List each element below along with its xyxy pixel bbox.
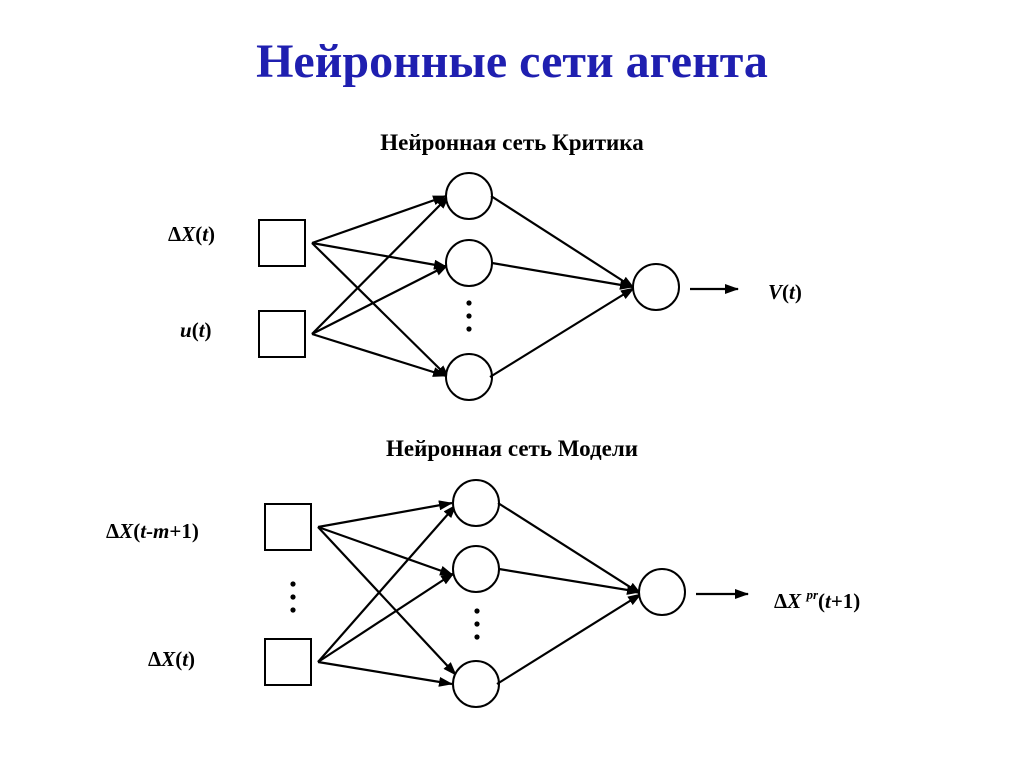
critic-network [258, 172, 739, 401]
critic-ellipsis-icon [466, 300, 472, 332]
model-input-node-2 [264, 638, 312, 686]
critic-output-v-label: V(t) [768, 280, 802, 304]
model-output-neuron [638, 568, 686, 616]
critic-edge [311, 332, 447, 378]
critic-input-node-1 [258, 219, 306, 267]
model-edge [498, 567, 641, 595]
critic-input-delta-x-label: ΔX(t) [168, 222, 216, 246]
model-edge [317, 526, 457, 676]
model-hidden-neuron-1 [452, 479, 500, 527]
critic-edge [491, 261, 634, 290]
model-edge [317, 660, 453, 687]
critic-input-u-label: u(t) [180, 318, 212, 342]
model-hidden-ellipsis-icon [474, 608, 480, 640]
model-network [264, 479, 749, 708]
model-edge [317, 500, 453, 529]
model-edge [317, 572, 455, 663]
critic-input-node-2 [258, 310, 306, 358]
critic-hidden-neuron-3 [445, 353, 493, 401]
model-input-node-1 [264, 503, 312, 551]
critic-edge [311, 194, 447, 245]
critic-edge [311, 241, 448, 270]
model-network-title: Нейронная сеть Модели [386, 436, 638, 461]
critic-edge [311, 242, 450, 379]
critic-edge [311, 195, 450, 335]
model-edge [497, 502, 642, 595]
critic-network-title: Нейронная сеть Критика [380, 130, 644, 155]
model-edge [317, 504, 457, 663]
critic-edge [311, 264, 449, 335]
model-edge [317, 525, 454, 577]
critic-hidden-neuron-1 [445, 172, 493, 220]
page-title: Нейронные сети агента [256, 35, 768, 88]
critic-hidden-neuron-2 [445, 239, 493, 287]
model-output-delta-x-pr-label: ΔX pr(t+1) [774, 587, 861, 613]
model-hidden-neuron-2 [452, 545, 500, 593]
critic-output-neuron [632, 263, 680, 311]
model-hidden-neuron-3 [452, 660, 500, 708]
model-input-delta-x-t-m-label: ΔX(t-m+1) [106, 519, 199, 543]
critic-edge [490, 195, 635, 289]
model-edge [496, 593, 642, 685]
critic-edge [489, 287, 635, 378]
model-input-delta-x-t-label: ΔX(t) [148, 647, 196, 671]
model-input-ellipsis-icon [290, 581, 296, 613]
